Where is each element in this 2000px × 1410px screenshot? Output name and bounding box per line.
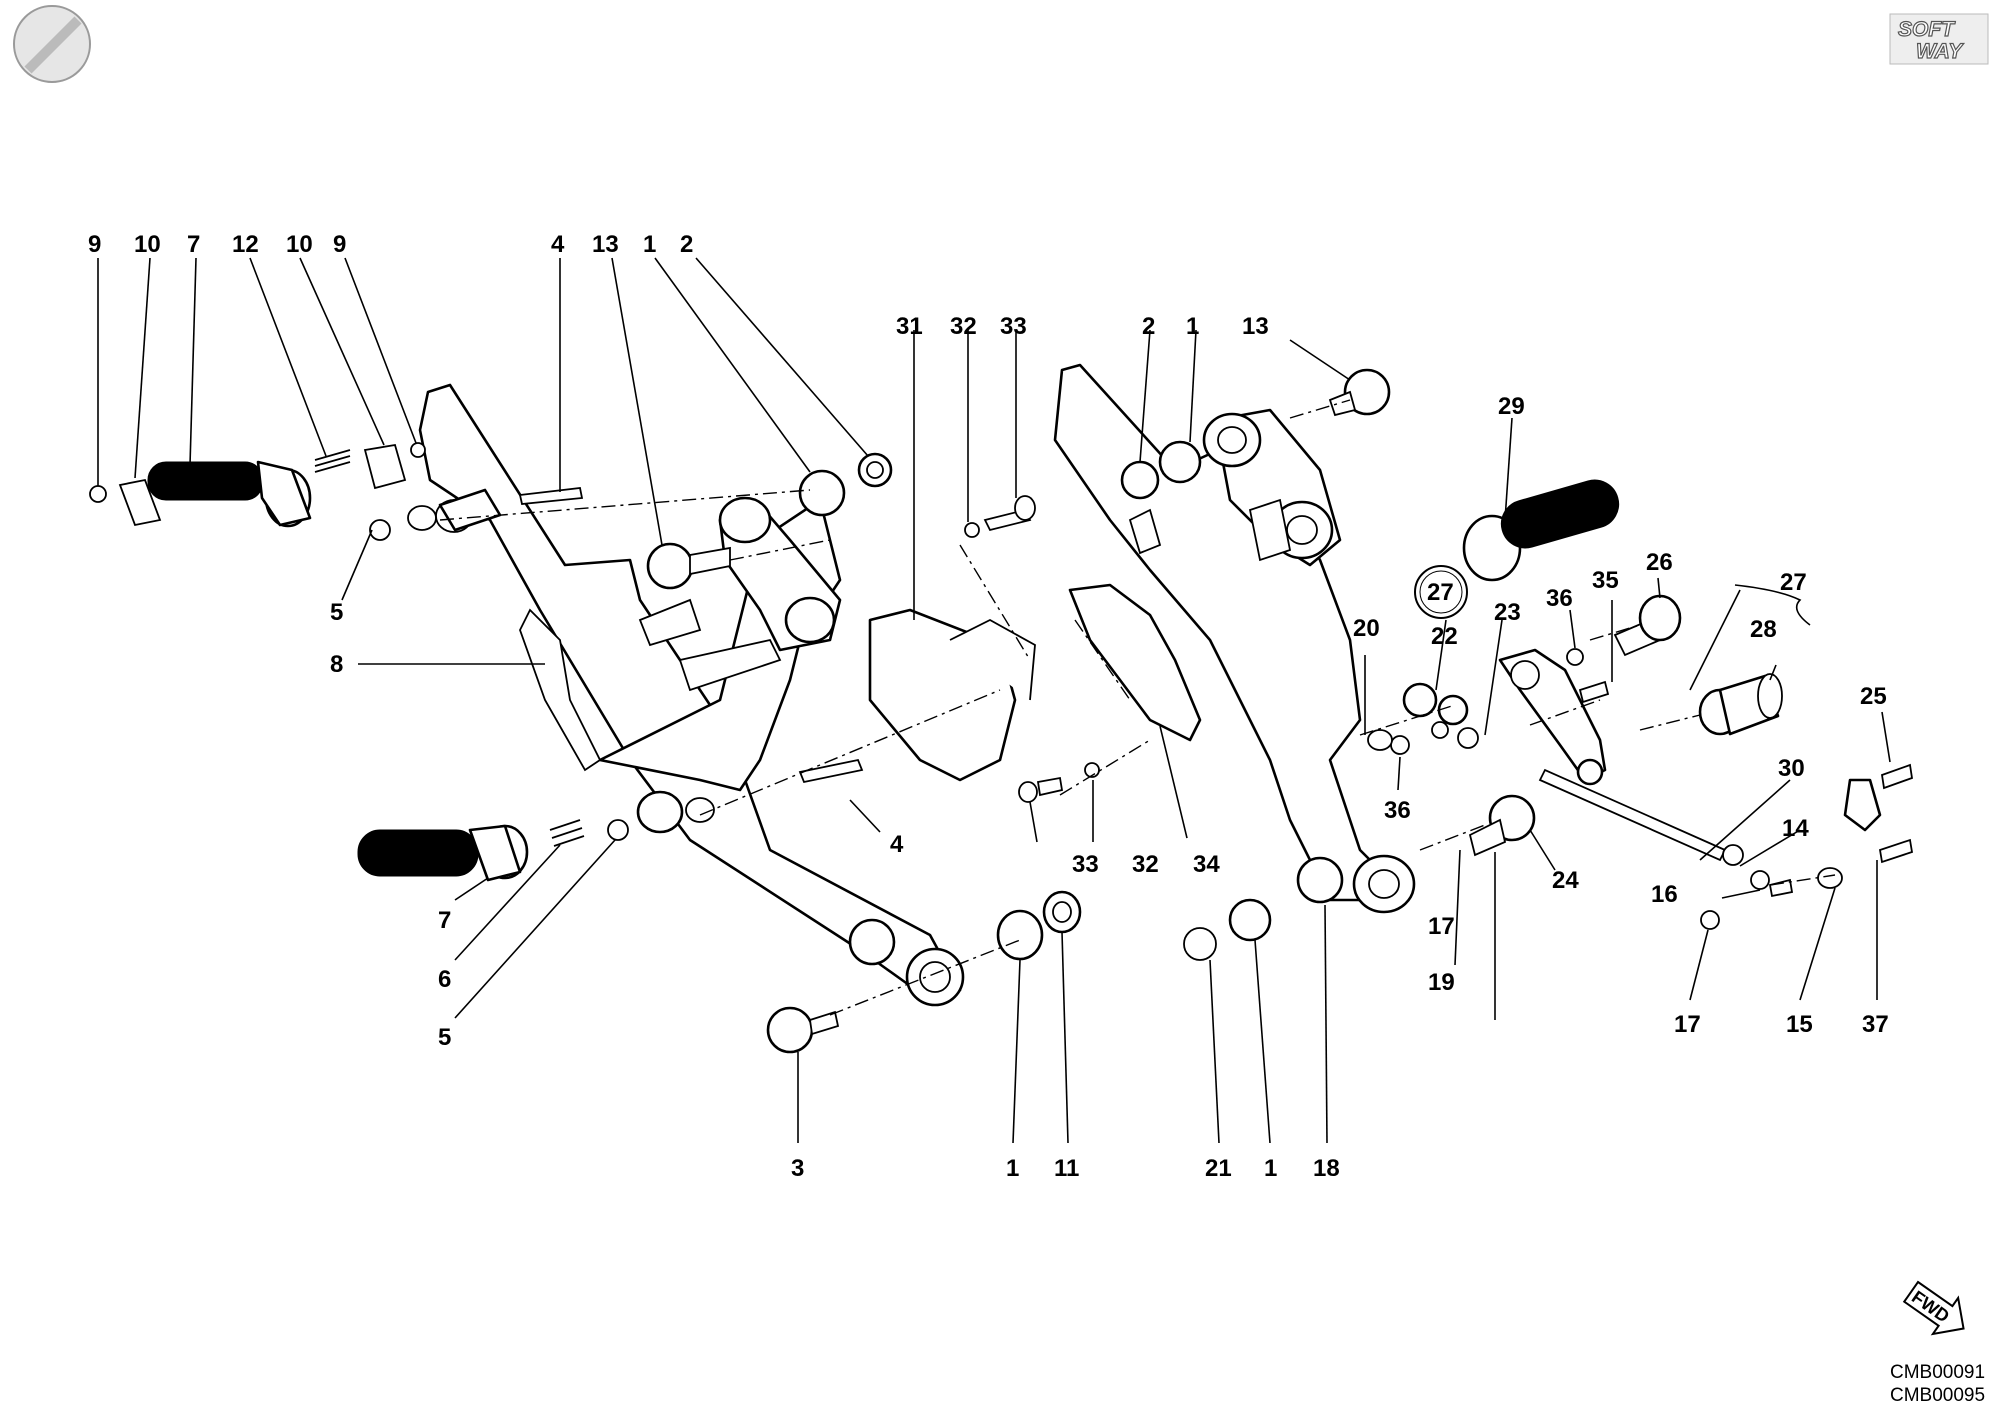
callout-14: 14: [1782, 815, 1809, 842]
callout-1: 1: [643, 231, 656, 258]
callout-9: 9: [333, 231, 346, 258]
callout-11: 11: [1054, 1155, 1079, 1182]
callout-13: 13: [1242, 313, 1269, 340]
callout-6: 6: [438, 966, 451, 993]
callout-36: 36: [1384, 797, 1411, 824]
callout-3: 3: [791, 1155, 804, 1182]
callout-23: 23: [1494, 599, 1521, 626]
callout-27-circled: 27: [1427, 579, 1454, 606]
callout-1: 1: [1186, 313, 1199, 340]
left-footrest-assembly: [407, 383, 965, 1007]
callout-9: 9: [88, 231, 101, 258]
callout-16: 16: [1651, 881, 1678, 908]
heel-guard-34: [1068, 583, 1202, 742]
corner-badge-icon: [13, 5, 91, 83]
callout-13: 13: [592, 231, 619, 258]
callout-5: 5: [330, 599, 343, 626]
circled-ref-27: [1414, 565, 1468, 619]
callout-4: 4: [890, 831, 904, 858]
fwd-arrow-icon: FWD: [1902, 1280, 1965, 1336]
drawing-code-2: CMB00095: [1890, 1385, 1985, 1406]
callout-33: 33: [1000, 313, 1027, 340]
callout-24: 24: [1552, 867, 1579, 894]
callout-30: 30: [1778, 755, 1805, 782]
callout-18: 18: [1313, 1155, 1340, 1182]
callout-4: 4: [551, 231, 565, 258]
callout-17: 17: [1674, 1011, 1701, 1038]
logo-line1: SOFT: [1898, 18, 1956, 41]
linkage-15: [1843, 778, 1882, 832]
callout-17: 17: [1428, 913, 1455, 940]
logo-line2: WAY: [1916, 40, 1964, 63]
rider-footpeg-rubber: [147, 460, 312, 528]
leader-lines: [97, 257, 1891, 1144]
callout-7: 7: [187, 231, 200, 258]
callout-20: 20: [1353, 615, 1380, 642]
callout-1: 1: [1006, 1155, 1019, 1182]
callout-1: 1: [1264, 1155, 1277, 1182]
alignment-lines: [439, 399, 1836, 1016]
callout-12: 12: [232, 231, 259, 258]
callout-10: 10: [134, 231, 161, 258]
callout-10: 10: [286, 231, 313, 258]
callout-27: 27: [1780, 569, 1807, 596]
softway-logo: SOFT WAY: [1889, 13, 1989, 65]
callout-19: 19: [1428, 969, 1455, 996]
callout-8: 8: [330, 651, 343, 678]
callout-32: 32: [1132, 851, 1159, 878]
right-footpeg-rubber: [1462, 479, 1620, 582]
callout-31: 31: [896, 313, 923, 340]
callout-33: 33: [1072, 851, 1099, 878]
callout-32: 32: [950, 313, 977, 340]
callout-22: 22: [1431, 623, 1458, 650]
callout-7: 7: [438, 907, 451, 934]
callout-5: 5: [438, 1024, 451, 1051]
callout-35: 35: [1592, 567, 1619, 594]
drawing-code-1: CMB00091: [1890, 1362, 1985, 1383]
callout-labels: 9 10 7 12 10 9 4 13 1 2 31 32 33 2 1 13 …: [88, 231, 1889, 1182]
callout-2: 2: [680, 231, 693, 258]
gear-rubber-28: [1698, 673, 1783, 736]
callout-29: 29: [1498, 393, 1525, 420]
callout-28: 28: [1750, 616, 1777, 643]
callout-15: 15: [1786, 1011, 1813, 1038]
callout-34: 34: [1193, 851, 1220, 878]
callout-2: 2: [1142, 313, 1155, 340]
callout-21: 21: [1205, 1155, 1232, 1182]
callout-36: 36: [1546, 585, 1573, 612]
passenger-footpeg-rubber: [357, 824, 529, 882]
callout-37: 37: [1862, 1011, 1889, 1038]
callout-26: 26: [1646, 549, 1673, 576]
callout-25: 25: [1860, 683, 1887, 710]
